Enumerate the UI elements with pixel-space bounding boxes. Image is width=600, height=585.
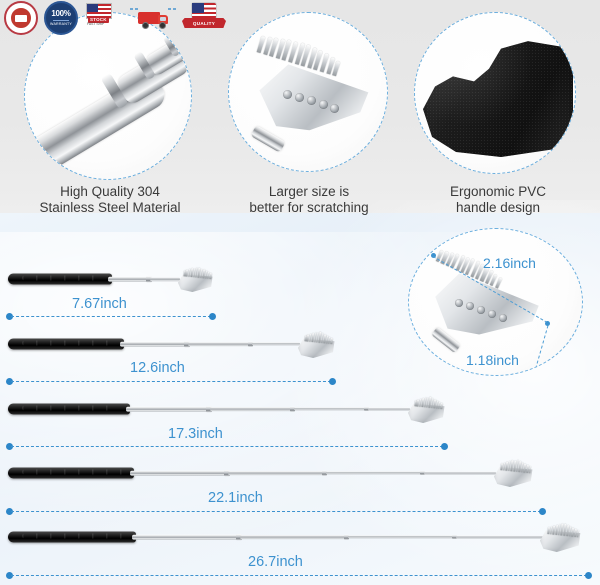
scratcher-length-label-2: 12.6inch bbox=[130, 360, 185, 376]
scratcher-row-3 bbox=[8, 396, 448, 423]
caption-line-2: Stainless Steel Material bbox=[39, 200, 181, 215]
scratcher-dimension-line-1 bbox=[6, 313, 216, 320]
head-width-label: 2.16inch bbox=[483, 255, 536, 271]
stock-label: STOCK bbox=[88, 16, 109, 23]
scratcher-dimension-line-5 bbox=[6, 572, 592, 579]
scratcher-row-2 bbox=[8, 331, 335, 358]
scratcher-row-1 bbox=[8, 267, 214, 292]
truck-wheel-front-icon bbox=[159, 22, 166, 29]
scratcher-dimension-line-4 bbox=[6, 508, 546, 515]
feature-larger-size: Larger size is better for scratching bbox=[228, 12, 390, 217]
feature-caption-1: High Quality 304 Stainless Steel Materia… bbox=[24, 184, 196, 216]
trust-badge-row: 100% WARRANTY STOCK FAST SHIP QUALITY bbox=[4, 1, 228, 35]
scratcher-row-5 bbox=[8, 523, 590, 552]
stainless-steel-tube-icon bbox=[24, 12, 192, 180]
head-measurement-circle bbox=[408, 228, 583, 376]
scratcher-length-label-3: 17.3inch bbox=[168, 426, 223, 442]
usa-quality-badge: QUALITY bbox=[180, 1, 228, 35]
scratcher-length-label-4: 22.1inch bbox=[208, 490, 263, 506]
motion-dash-left-icon bbox=[130, 8, 139, 10]
scratcher-length-label-1: 7.67inch bbox=[72, 296, 127, 312]
caption-line-1: Larger size is bbox=[268, 184, 350, 199]
scratcher-row-4 bbox=[8, 459, 544, 487]
caption-line-1: Ergonomic PVC bbox=[449, 184, 547, 199]
truck-body-icon bbox=[138, 12, 160, 24]
caption-line-1: High Quality 304 bbox=[60, 184, 160, 199]
caption-line-2: better for scratching bbox=[249, 200, 369, 215]
truck-window-icon bbox=[160, 16, 166, 21]
motion-dash-right-icon bbox=[168, 8, 176, 10]
quality-seal-badge bbox=[4, 1, 38, 35]
scratcher-claw-head-icon bbox=[228, 12, 388, 172]
measure-dot-height-end bbox=[529, 369, 534, 374]
feature-caption-3: Ergonomic PVC handle design bbox=[414, 184, 582, 216]
measure-dot-width-start bbox=[431, 253, 436, 258]
caption-line-2: handle design bbox=[455, 200, 541, 215]
feature-caption-2: Larger size is better for scratching bbox=[228, 184, 390, 216]
feature-stainless-steel: High Quality 304 Stainless Steel Materia… bbox=[24, 12, 196, 217]
scratcher-dimension-line-3 bbox=[6, 443, 448, 450]
quality-ribbon-label: QUALITY bbox=[182, 18, 226, 28]
scratcher-dimension-line-2 bbox=[6, 378, 336, 385]
warranty-percent: 100% bbox=[51, 9, 71, 19]
measure-dot-width-end bbox=[545, 321, 550, 326]
warranty-icon: 100% WARRANTY bbox=[44, 1, 78, 35]
warranty-label: WARRANTY bbox=[49, 21, 73, 26]
fast-delivery-truck-badge bbox=[130, 3, 176, 33]
usa-stock-badge: STOCK FAST SHIP bbox=[84, 2, 124, 34]
stock-sublabel: FAST SHIP bbox=[87, 22, 105, 26]
truck-wheel-rear-icon bbox=[142, 22, 149, 29]
seal-icon bbox=[4, 1, 38, 35]
warranty-badge: 100% WARRANTY bbox=[44, 1, 78, 35]
head-height-label: 1.18inch bbox=[466, 352, 519, 368]
pvc-handle-icon bbox=[414, 12, 576, 174]
scratcher-length-label-5: 26.7inch bbox=[248, 554, 303, 570]
feature-ergonomic-handle: Ergonomic PVC handle design bbox=[414, 12, 582, 217]
